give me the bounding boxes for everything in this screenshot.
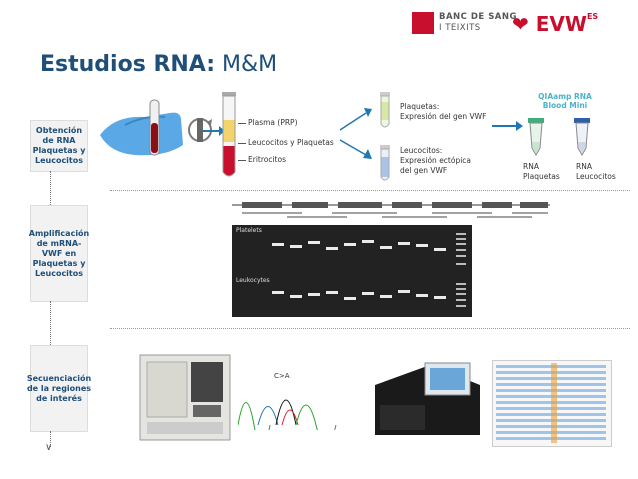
chevron-down-icon: ∨	[45, 442, 53, 453]
page-title: Estudios RNA: M&M	[40, 52, 277, 77]
fraction-platelets-line2: Expresión del gen VWF	[400, 112, 487, 122]
pointer-line-buffy	[238, 143, 246, 144]
banc-mark-icon	[412, 12, 434, 34]
fraction-leukocytes-line2: Expresión ectópica	[400, 156, 472, 166]
rna-leukocytes-label: RNA Leucocitos	[576, 162, 616, 182]
arrow-right-icon	[203, 126, 225, 136]
ngs-sequencer-image	[375, 362, 480, 435]
fraction-platelets: Plaquetas: Expresión del gen VWF	[400, 102, 486, 122]
evw-logo-sup: ES	[586, 12, 599, 21]
separator-2	[110, 328, 630, 329]
layer-label-buffy: Leucocitos y Plaquetas	[248, 138, 334, 147]
title-bold: Estudios RNA:	[40, 52, 216, 77]
pointer-line-rbc	[238, 160, 246, 161]
step-label-3: Secuenciación de la regiones de interés	[26, 373, 92, 403]
split-arrows-icon	[339, 108, 372, 159]
vwf-exon-map	[232, 202, 550, 218]
rna-platelets-label: RNA Plaquetas	[523, 162, 560, 182]
evw-heart-icon: ❤	[512, 12, 529, 36]
step-box-amplification: Amplificación de mRNA-VWF en Plaquetas y…	[28, 205, 90, 302]
centrifuged-tube-icon	[222, 92, 236, 177]
platelet-tube-icon	[380, 92, 390, 128]
step-connector-3	[50, 431, 51, 447]
step-connector-2	[50, 301, 51, 345]
gel-bands	[272, 233, 466, 307]
kit-label-line1: QIAamp RNA	[538, 92, 592, 101]
leukocyte-tube-icon	[380, 145, 390, 181]
chromatogram-image	[238, 399, 337, 430]
alignment-rows	[496, 363, 606, 443]
gel-label-platelets: Platelets	[236, 227, 262, 234]
title-rest: M&M	[222, 52, 278, 77]
fraction-leukocytes-line1: Leucocitos:	[400, 146, 443, 155]
kit-label: QIAamp RNA Blood Mini	[530, 92, 600, 110]
arrow-to-kit-icon	[492, 121, 523, 131]
evw-logo-text: EVW	[535, 12, 587, 36]
step-box-rna-extraction: Obtención de RNA Plaquetas y Leucocitos	[30, 120, 88, 172]
step-label-1: Obtención de RNA Plaquetas y Leucocitos	[32, 126, 86, 165]
rna-leukocytes-tube-icon	[574, 118, 590, 156]
gloved-hand-illustration	[100, 99, 183, 156]
gel-label-leukocytes: Leukocytes	[236, 277, 270, 284]
banc-logo-line2: I TEIXITS	[439, 23, 481, 33]
rna-platelets-tube-icon	[528, 118, 544, 156]
layer-label-plasma: Plasma (PRP)	[248, 118, 298, 127]
fraction-leukocytes-line3: del gen VWF	[400, 166, 448, 176]
kit-label-line2: Blood Mini	[542, 101, 588, 110]
separator-1	[110, 190, 630, 191]
evw-logo: ❤ EVWES	[512, 12, 598, 36]
step-box-sequencing: Secuenciación de la regiones de interés	[26, 345, 92, 432]
rna-platelets-line1: RNA	[523, 162, 539, 171]
step-label-2: Amplificación de mRNA-VWF en Plaquetas y…	[28, 228, 90, 278]
pointer-line-plasma	[238, 123, 246, 124]
fraction-platelets-line1: Plaquetas:	[400, 102, 440, 111]
banc-logo-line1: BANC DE SANG	[439, 12, 517, 22]
rna-platelets-line2: Plaquetas	[523, 172, 560, 182]
capillary-sequencer-image	[139, 354, 231, 441]
gel-image: Platelets Leukocytes	[232, 225, 472, 317]
rna-leukocytes-line2: Leucocitos	[576, 172, 616, 182]
sequence-alignment-image	[492, 360, 612, 447]
step-connector-1	[50, 171, 51, 205]
layer-label-rbc: Eritrocitos	[248, 155, 286, 164]
fraction-leukocytes: Leucocitos: Expresión ectópica del gen V…	[400, 146, 471, 176]
chromatogram-mutation-label: C>A	[274, 372, 290, 380]
banc-de-sang-logo: BANC DE SANG I TEIXITS	[412, 10, 516, 36]
rna-leukocytes-line1: RNA	[576, 162, 592, 171]
